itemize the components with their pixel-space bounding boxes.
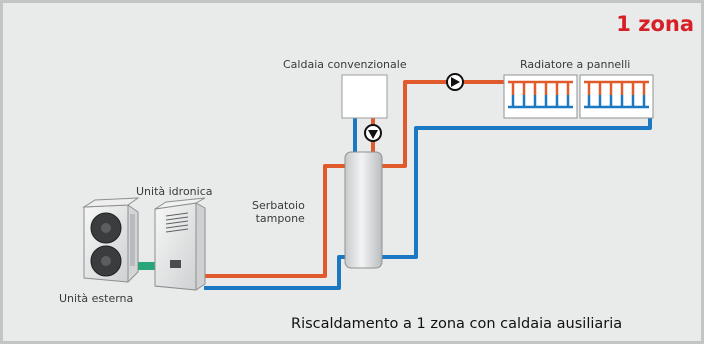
return-pipe-unit-to-tank <box>204 255 346 290</box>
buffer-tank-label: Serbatoio tampone <box>252 199 305 225</box>
buffer-tank <box>344 151 383 269</box>
boiler-box <box>341 74 388 119</box>
radiator-panels <box>503 74 654 119</box>
caption: Riscaldamento a 1 zona con caldaia ausil… <box>291 316 623 332</box>
hydro-unit-label: Unità idronica <box>136 185 213 198</box>
radiator-label: Radiatore a pannelli <box>520 58 631 71</box>
supply-pipe-unit-to-tank <box>204 164 346 278</box>
boiler-label: Caldaia convenzionale <box>283 58 407 71</box>
pump-icon <box>364 124 382 142</box>
unit-connector <box>138 262 155 270</box>
pump-icon <box>446 73 464 91</box>
zone-title: 1 zona <box>616 12 694 36</box>
outdoor-unit-label: Unità esterna <box>59 292 134 305</box>
hydro-unit <box>154 197 206 291</box>
supply-pipe-tank-to-radiators <box>381 80 512 168</box>
outdoor-unit <box>82 197 140 283</box>
